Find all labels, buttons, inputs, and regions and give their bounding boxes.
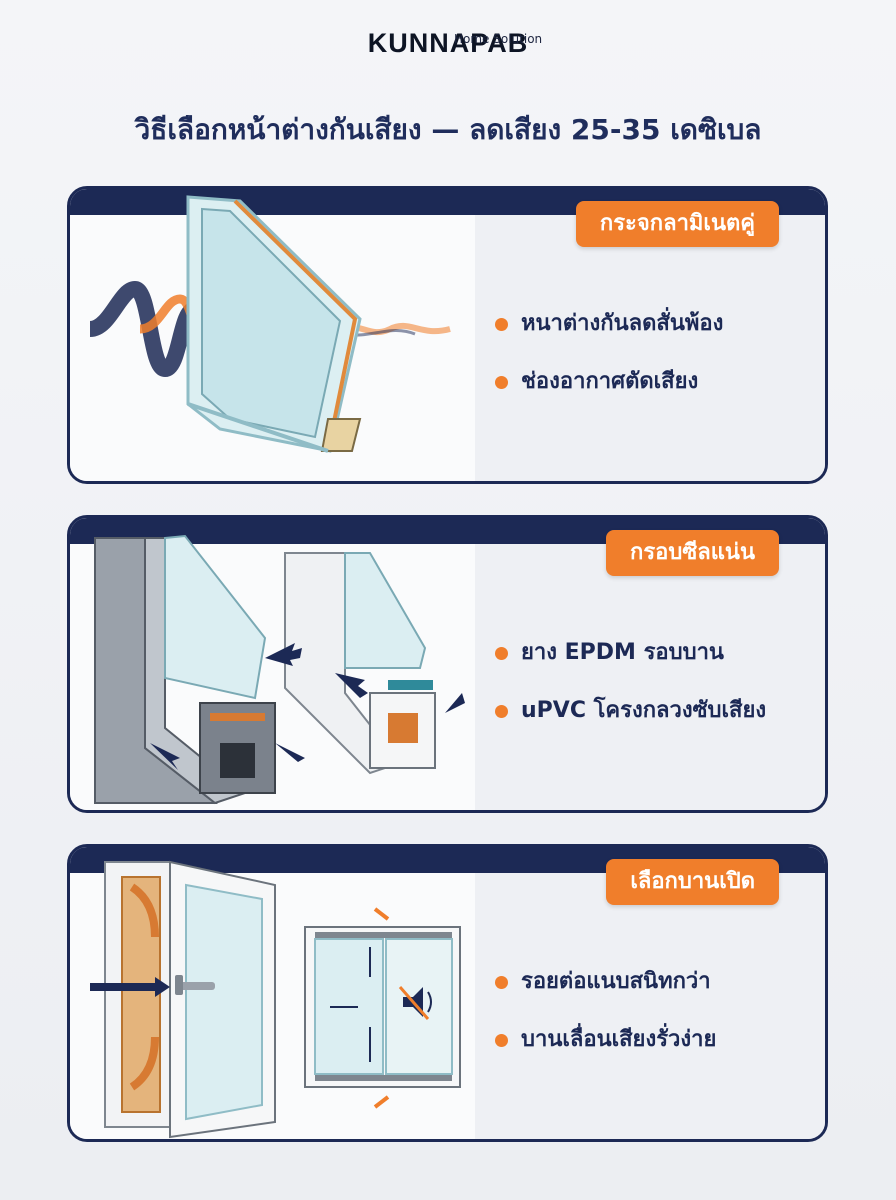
mute-speaker-icon: [398, 986, 432, 1020]
bullet-icon: [495, 1034, 508, 1047]
list-item: ยาง EPDM รอบบาน: [495, 638, 766, 668]
bullet-icon: [495, 376, 508, 389]
list-item: uPVC โครงกลวงซับเสียง: [495, 696, 766, 726]
card-bullets: ยาง EPDM รอบบาน uPVC โครงกลวงซับเสียง: [495, 638, 766, 754]
casement-window-icon: [90, 860, 276, 1139]
card-bullets: หนาต่างกันลดสั่นพ้อง ช่องอากาศตัดเสียง: [495, 309, 723, 425]
card-heading-badge: เลือกบานเปิด: [606, 859, 779, 905]
bullet-icon: [495, 976, 508, 989]
double-glazing-illustration: [88, 195, 451, 453]
arrow-icon: [150, 643, 465, 770]
card-casement-window: เลือกบานเปิด รอยต่อแนบสนิทกว่า บานเลื่อน…: [67, 844, 828, 1142]
bullet-icon: [495, 705, 508, 718]
card-laminated-glass: กระจกลามิเนตคู่ หนาต่างกันลดสั่นพ้อง ช่อ…: [67, 186, 828, 484]
bullet-icon: [495, 647, 508, 660]
upvc-profile-icon: [284, 552, 436, 775]
bullet-icon: [495, 318, 508, 331]
list-item: บานเลื่อนเสียงรั่วง่าย: [495, 1025, 716, 1055]
page-title: วิธีเลือกหน้าต่างกันเสียง — ลดเสียง 25-3…: [134, 113, 762, 146]
brand-name: KUNNAPAB: [367, 28, 529, 58]
brand-tagline: Home Solution: [454, 32, 543, 46]
window-type-illustration: [90, 860, 461, 1139]
sliding-window-icon: [304, 907, 461, 1109]
card-text-area: [475, 215, 825, 481]
list-item: รอยต่อแนบสนิทกว่า: [495, 967, 716, 997]
card-text-area: [475, 873, 825, 1139]
frame-profile-illustration: [94, 534, 465, 805]
frame-profile-icon: [94, 534, 276, 805]
list-item: หนาต่างกันลดสั่นพ้อง: [495, 309, 723, 339]
card-bullets: รอยต่อแนบสนิทกว่า บานเลื่อนเสียงรั่วง่าย: [495, 967, 716, 1083]
list-item: ช่องอากาศตัดเสียง: [495, 367, 723, 397]
card-sealed-frame: กรอบซีลแน่น ยาง EPDM รอบบาน uPVC โครงกลว…: [67, 515, 828, 813]
glass-pane-icon: [186, 195, 362, 453]
card-text-area: [475, 544, 825, 810]
card-heading-badge: กรอบซีลแน่น: [606, 530, 779, 576]
card-heading-badge: กระจกลามิเนตคู่: [575, 201, 779, 247]
